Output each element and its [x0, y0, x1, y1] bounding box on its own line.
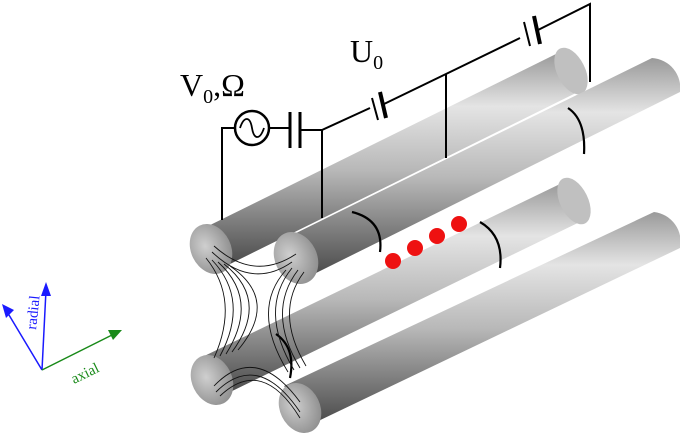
axial-arrow-icon [108, 330, 122, 340]
radial-label: radial [24, 295, 43, 331]
dc-source-label: U0 [350, 33, 383, 74]
ion [385, 253, 401, 269]
source-labels: V0,Ω U0 [180, 33, 383, 108]
radial-axis [41, 289, 47, 371]
rod-end-cap [190, 355, 234, 405]
segment-arc [567, 107, 586, 155]
radial-arrow-icon [2, 304, 14, 318]
wire [321, 107, 371, 131]
axial-label: axial [69, 360, 102, 387]
sine-wave-icon [239, 118, 265, 138]
rod-lower-right [278, 212, 680, 433]
rf-source-label: V0,Ω [180, 67, 245, 108]
rf-source-symbol [233, 109, 271, 147]
rod-upper-left [189, 47, 588, 274]
ion [429, 228, 445, 244]
segment-breaks [275, 107, 586, 379]
radial-arrow-icon [41, 282, 51, 296]
rod-end-cap [189, 224, 233, 274]
ion [407, 240, 423, 256]
segment-arc [351, 210, 382, 253]
battery-plate [532, 15, 542, 45]
ion-chain [385, 216, 467, 269]
radial-axis-2 [5, 309, 43, 371]
circuit-wiring [221, 2, 591, 220]
axes-indicator: radial axial [2, 282, 122, 388]
rod-end-cap [278, 383, 322, 433]
wire [221, 127, 236, 220]
battery-plate [523, 21, 531, 47]
axial-axis [41, 333, 115, 371]
battery-plate [371, 97, 379, 121]
battery-plate [378, 91, 388, 119]
ion [451, 216, 467, 232]
wire [537, 2, 591, 82]
segment-arc [479, 221, 502, 269]
field-lines [205, 245, 307, 419]
